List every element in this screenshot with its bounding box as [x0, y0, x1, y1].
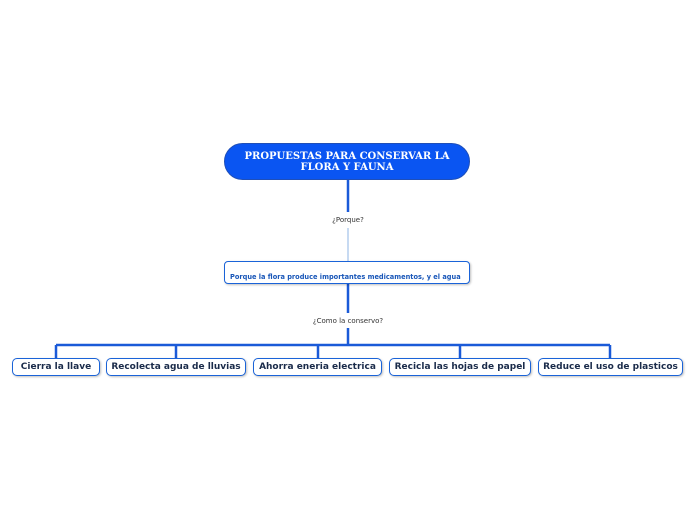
reason-topic[interactable]: Porque la flora produce importantes medi… [224, 261, 470, 284]
leaf-topic-label: Ahorra eneria electrica [259, 362, 376, 372]
reason-topic-label: Porque la flora produce importantes medi… [230, 273, 461, 283]
root-topic[interactable]: PROPUESTAS PARA CONSERVAR LA FLORA Y FAU… [224, 143, 470, 180]
connector-label-porque: ¿Porque? [332, 216, 364, 224]
leaf-topic-label: Reduce el uso de plasticos [543, 362, 678, 372]
leaf-topic-2[interactable]: Recolecta agua de lluvias [106, 358, 246, 376]
leaf-topic-label: Recolecta agua de lluvias [111, 362, 241, 372]
leaf-topic-4[interactable]: Recicla las hojas de papel [389, 358, 531, 376]
root-topic-label: PROPUESTAS PARA CONSERVAR LA FLORA Y FAU… [244, 150, 450, 173]
connector-label-como: ¿Como la conservo? [312, 317, 384, 325]
leaf-topic-label: Recicla las hojas de papel [394, 362, 526, 372]
leaf-topic-1[interactable]: Cierra la llave [12, 358, 100, 376]
leaf-topic-label: Cierra la llave [20, 362, 92, 372]
leaf-topic-3[interactable]: Ahorra eneria electrica [253, 358, 382, 376]
leaf-topic-5[interactable]: Reduce el uso de plasticos [538, 358, 683, 376]
